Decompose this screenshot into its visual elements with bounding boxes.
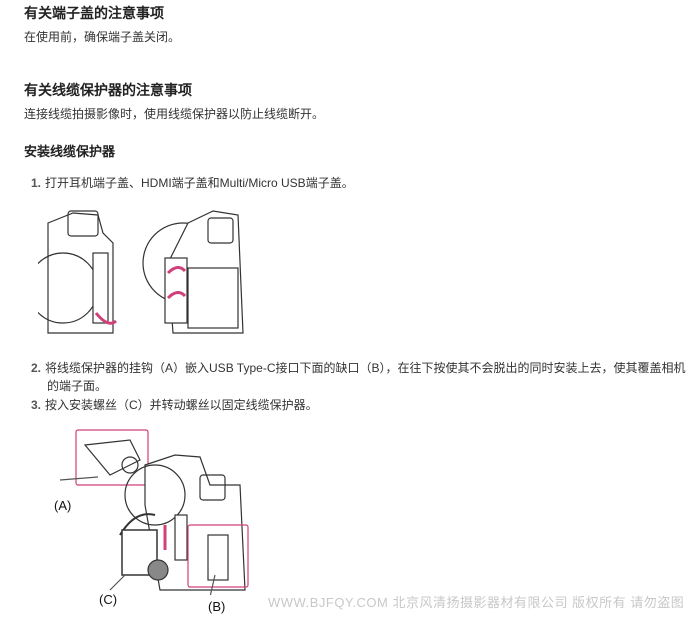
step-number: 3. [31,398,42,412]
step-text: 按入安装螺丝（C）并转动螺丝以固定线缆保护器。 [45,398,318,412]
watermark: WWW.BJFQY.COM 北京风清扬摄影器材有限公司 版权所有 请勿盗图 [268,595,685,610]
step-text: 将线缆保护器的挂钩（A）嵌入USB Type-C接口下面的缺口（B），在往下按使… [45,361,686,393]
step-3: 3.按入安装螺丝（C）并转动螺丝以固定线缆保护器。 [31,396,671,414]
section-title-cable-protector: 有关线缆保护器的注意事项 [24,82,192,98]
illustration-open-covers [38,210,244,334]
step-number: 2. [31,361,42,375]
section-title-install: 安装线缆保护器 [24,144,116,159]
figure-label-b: (B) [208,599,226,614]
step-1: 1.打开耳机端子盖、HDMI端子盖和Multi/Micro USB端子盖。 [31,174,671,192]
section-title-terminal-cover: 有关端子盖的注意事项 [24,5,164,21]
illustration-attach-protector [59,429,249,595]
section-text-cable-protector: 连接线缆拍摄影像时，使用线缆保护器以防止线缆断开。 [24,107,325,121]
figure-label-a: (A) [54,498,72,513]
step-text: 打开耳机端子盖、HDMI端子盖和Multi/Micro USB端子盖。 [45,176,354,190]
section-text-terminal-cover: 在使用前，确保端子盖关闭。 [24,30,181,44]
step-2: 2.将线缆保护器的挂钩（A）嵌入USB Type-C接口下面的缺口（B），在往下… [31,359,687,395]
step-number: 1. [31,176,42,190]
figure-label-c: (C) [99,592,118,607]
